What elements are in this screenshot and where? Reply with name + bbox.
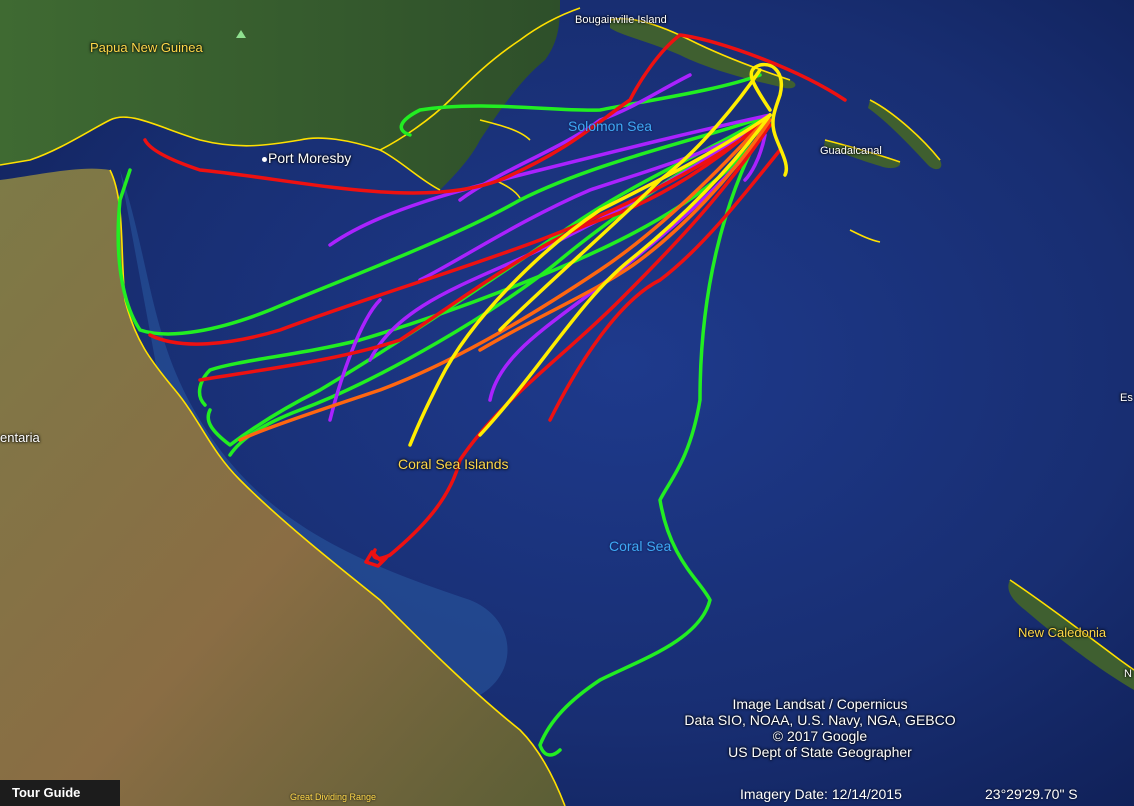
track-purple-6 [743, 133, 767, 182]
mountain-peak-icon [236, 30, 246, 38]
new-caledonia-land [1008, 580, 1134, 690]
track-yellow-1 [478, 113, 772, 437]
label-guadalcanal: Guadalcanal [820, 145, 882, 157]
track-yellow-2 [408, 113, 772, 447]
track-red-6 [364, 550, 388, 568]
track-yellow-4 [498, 68, 762, 332]
australia-land [0, 168, 565, 806]
track-red-3 [148, 118, 772, 346]
track-yellow-3 [749, 62, 788, 177]
track-green-1 [116, 113, 772, 336]
track-orange-2 [478, 118, 772, 352]
track-purple-1 [328, 113, 772, 247]
label-solomon-sea: Solomon Sea [568, 118, 653, 134]
solomon-island-land [868, 100, 942, 170]
track-purple-4 [418, 118, 772, 282]
imagery-date: Imagery Date: 12/14/2015 [740, 786, 902, 802]
label-edge-north: N [1124, 668, 1132, 680]
label-carpentaria: entaria [0, 430, 40, 445]
label-new-caledonia: New Caledonia [1018, 625, 1107, 640]
port-moresby-marker[interactable] [262, 157, 267, 162]
tour-guide-button[interactable]: Tour Guide [0, 780, 120, 806]
coordinate-readout: 23°29'29.70" S [985, 786, 1078, 802]
label-papua-new-guinea: Papua New Guinea [90, 40, 203, 55]
label-bougainville: Bougainville Island [575, 14, 667, 26]
track-green-2 [538, 113, 772, 757]
track-red-4 [198, 113, 772, 382]
map-attribution: Image Landsat / Copernicus Data SIO, NOA… [620, 696, 1020, 760]
track-green-5 [399, 73, 762, 137]
tracks [116, 33, 847, 757]
attribution-line: Data SIO, NOAA, U.S. Navy, NGA, GEBCO [684, 712, 956, 728]
attribution-line: Image Landsat / Copernicus [732, 696, 908, 712]
papua-new-guinea-land [0, 0, 560, 190]
bougainville-land [610, 18, 796, 89]
track-red-1 [143, 33, 847, 195]
label-coral-sea-islands: Coral Sea Islands [398, 456, 509, 472]
attribution-line: US Dept of State Geographer [728, 744, 912, 760]
label-port-moresby: Port Moresby [268, 150, 352, 166]
track-red-5 [548, 148, 782, 422]
guadalcanal-land [824, 140, 901, 169]
track-orange-1 [238, 113, 772, 442]
label-great-dividing-range: Great Dividing Range [290, 792, 377, 802]
label-edge-east: Es [1120, 392, 1133, 404]
attribution-line: © 2017 Google [772, 728, 868, 744]
label-coral-sea: Coral Sea [609, 538, 672, 554]
